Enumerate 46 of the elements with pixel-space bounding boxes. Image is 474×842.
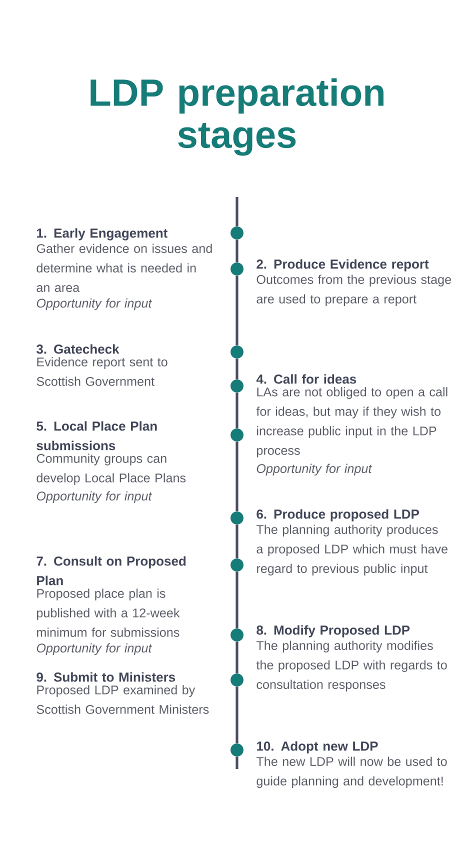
timeline-line (236, 524, 238, 558)
input-note: Opportunity for input (256, 464, 372, 476)
stage-description: Proposed place plan is published with a 12-week minimum for submissions (37, 588, 180, 637)
stage-heading: 5. Local Place Plan submissions (36, 421, 157, 450)
timeline-line (236, 197, 238, 226)
timeline-line (236, 392, 238, 428)
input-note: Opportunity for input (36, 491, 152, 504)
stage-heading: 4. Call for ideas (256, 374, 356, 384)
stage-heading: 9. Submit to Ministers (36, 672, 176, 682)
stage-description: The new LDP will now be used to guide planning and development! (256, 756, 447, 788)
stage-description: Community groups can develop Local Place Plans (36, 454, 186, 485)
timeline-dot (230, 628, 244, 642)
timeline-dot (230, 428, 244, 442)
timeline-dot (230, 558, 244, 572)
stage-description: Outcomes from the previous stage are used to prepare a report (256, 274, 451, 306)
timeline-line (236, 572, 238, 628)
timeline-dot (230, 512, 244, 524)
timeline-line (236, 276, 238, 346)
timeline-dot (230, 380, 244, 392)
timeline-dot (230, 262, 244, 276)
title: LDP preparation stages (90, 78, 384, 156)
stage-description: The planning authority modifies the proposed LDP with regards to consultation responses (256, 640, 447, 692)
stage-heading: 7. Consult on Proposed Plan (36, 556, 186, 586)
stage-description: The planning authority produces a proposed LDP which must have regard to previous public input (256, 524, 448, 576)
timeline-line (236, 358, 238, 380)
timeline-dot (230, 674, 244, 686)
stage-heading: 2. Produce Evidence report (256, 259, 429, 272)
stage-description: Evidence report sent to Scottish Government (36, 357, 168, 386)
stage-description: Proposed LDP examined by Scottish Government Ministers (36, 685, 209, 714)
timeline-line (236, 756, 238, 769)
timeline-line (236, 240, 238, 262)
stage-description: Gather evidence on issues and determine what is needed in an area (36, 244, 212, 292)
timeline-dot (230, 346, 244, 358)
stage-heading: 1. Early Engagement (37, 228, 168, 240)
stage-heading: 3. Gatecheck (36, 344, 120, 354)
timeline-dot (230, 226, 244, 240)
timeline-dot (230, 744, 244, 756)
timeline-line (236, 686, 238, 744)
input-note: Opportunity for input (36, 298, 152, 310)
stage-heading: 10. Adopt new LDP (257, 741, 378, 754)
stage-heading: 6. Produce proposed LDP (256, 509, 419, 522)
timeline-line (236, 442, 238, 512)
stage-heading: 8. Modify Proposed LDP (256, 625, 410, 638)
input-note: Opportunity for input (36, 643, 152, 656)
stage-description: LAs are not obliged to open a call for ideas, but may if they wish to increase public input in the LDP process (256, 387, 448, 458)
timeline-line (236, 642, 238, 674)
